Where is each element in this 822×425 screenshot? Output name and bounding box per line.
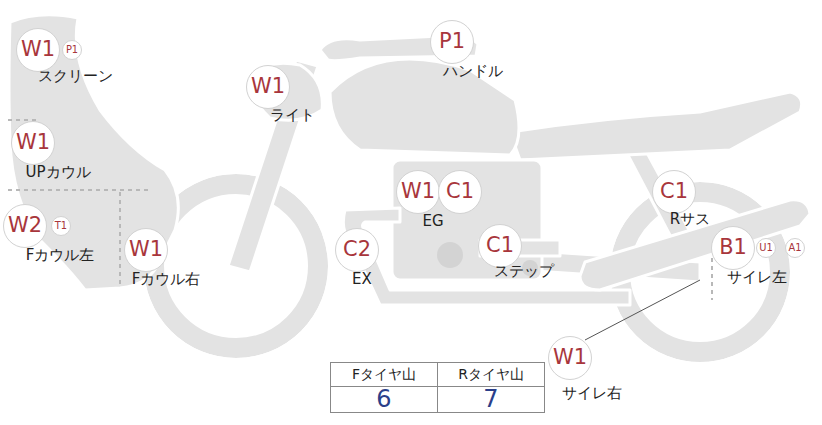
damage-callout: C2 xyxy=(335,228,379,272)
damage-code: T1 xyxy=(52,217,70,235)
table-header: Fタイヤ山 xyxy=(331,363,437,386)
part-name: Fカウル左 xyxy=(26,246,95,264)
part-name: サイレ右 xyxy=(562,384,622,402)
damage-callout: C1 xyxy=(652,170,696,214)
part-name: サイレ左 xyxy=(727,268,787,286)
damage-code: A1 xyxy=(786,239,804,257)
damage-code: W1 xyxy=(247,66,289,108)
damage-code: W1 xyxy=(549,337,591,379)
damage-code: P1 xyxy=(431,21,473,63)
damage-code: W2 xyxy=(4,205,46,247)
damage-code: B1 xyxy=(712,227,754,269)
damage-code: C1 xyxy=(439,171,481,213)
damage-callout: W1 xyxy=(124,228,168,272)
part-name: Fカウル右 xyxy=(132,270,201,288)
damage-code: C2 xyxy=(336,229,378,271)
sub-callout: A1 xyxy=(785,238,805,258)
damage-callout: W1 xyxy=(548,336,592,380)
damage-callout: W1 xyxy=(246,65,290,109)
table-value: 7 xyxy=(438,387,544,412)
part-name: Rサス xyxy=(670,210,710,228)
damage-callout: C1 xyxy=(478,224,522,268)
damage-code: W1 xyxy=(17,29,59,71)
damage-code: W1 xyxy=(125,229,167,271)
table-value: 6 xyxy=(331,387,437,412)
damage-code: P1 xyxy=(63,41,81,59)
part-name: EX xyxy=(352,270,372,288)
table-header: Rタイヤ山 xyxy=(438,363,544,386)
damage-code: C1 xyxy=(479,225,521,267)
part-name: ハンドル xyxy=(443,62,503,80)
damage-callout: P1 xyxy=(430,20,474,64)
damage-callout: W1 xyxy=(16,28,60,72)
damage-callout: W1 xyxy=(396,170,440,214)
sub-callout: P1 xyxy=(62,40,82,60)
part-name: ステップ xyxy=(494,262,554,280)
damage-callout: W1 xyxy=(11,121,55,165)
damage-code: U1 xyxy=(757,239,775,257)
part-name: ライト xyxy=(270,106,315,124)
part-name: スクリーン xyxy=(38,67,113,85)
damage-code: W1 xyxy=(397,171,439,213)
damage-code: C1 xyxy=(653,171,695,213)
sub-callout: U1 xyxy=(756,238,776,258)
part-name: UPカウル xyxy=(25,163,90,181)
sub-callout: T1 xyxy=(51,216,71,236)
damage-callout: C1 xyxy=(438,170,482,214)
damage-callout: B1 xyxy=(711,226,755,270)
damage-code: W1 xyxy=(12,122,54,164)
damage-callout: W2 xyxy=(3,204,47,248)
part-name: EG xyxy=(422,212,443,230)
